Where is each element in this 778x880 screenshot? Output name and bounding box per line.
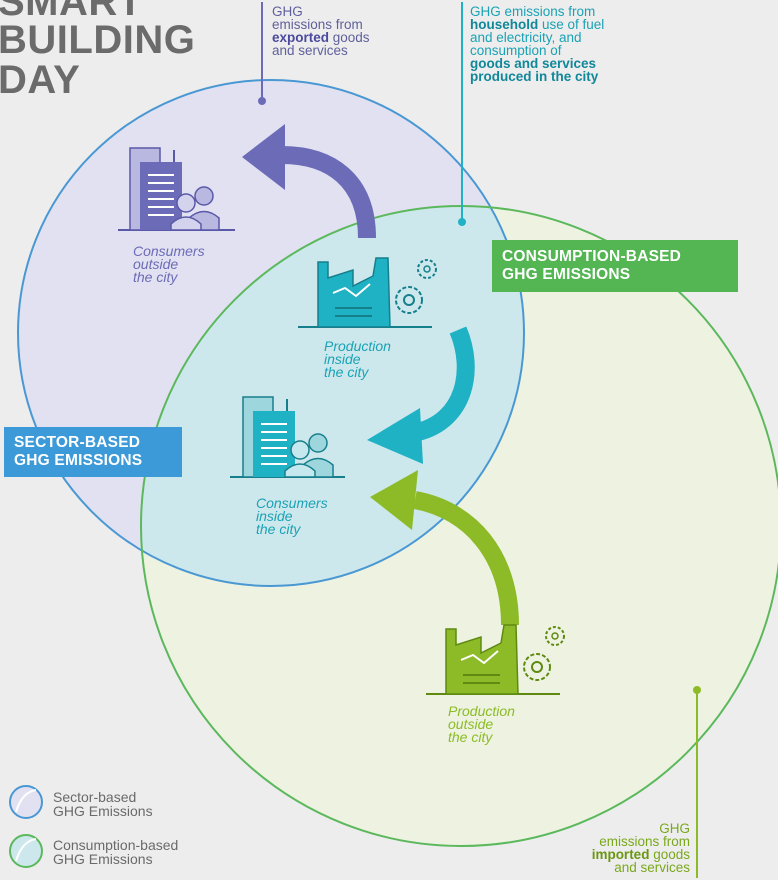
title-line-1: SMART <box>0 0 143 24</box>
label-line: inside <box>256 508 293 524</box>
note-line: GHG emissions from <box>470 4 596 19</box>
note-text: goods <box>329 30 370 45</box>
label-line: the city <box>133 269 178 285</box>
note-bold-text: goods and services <box>470 56 597 71</box>
import-arrow-icon <box>370 470 519 626</box>
title-line-3: DAY <box>0 58 81 102</box>
consumers-outside-label: Consumers outside the city <box>133 243 205 285</box>
label-line: the city <box>256 521 301 537</box>
label-line: inside <box>324 351 361 367</box>
legend-line: GHG Emissions <box>53 851 153 867</box>
note-line: GHG <box>272 4 303 19</box>
consumers-outside-building-icon <box>118 147 235 231</box>
note-line: and services <box>272 43 348 58</box>
legend-sector-label: Sector-based GHG Emissions <box>53 790 153 818</box>
production-outside-label: Production outside the city <box>448 703 515 745</box>
legend-line: Sector-based <box>53 789 137 805</box>
sector-based-badge: SECTOR-BASED GHG EMISSIONS <box>4 427 182 477</box>
note-bold-text: imported <box>591 847 650 862</box>
note-line: and services <box>614 860 690 875</box>
label-line: Consumers <box>256 495 328 511</box>
local-consumption-arrow-icon <box>367 326 475 464</box>
badge-line: GHG EMISSIONS <box>14 452 143 469</box>
label-line: outside <box>448 716 494 732</box>
note-line: exported goods <box>272 30 370 45</box>
note-bold-text: exported <box>272 30 330 45</box>
household-leader-dot <box>458 218 466 226</box>
label-line: Production <box>448 703 515 719</box>
consumption-based-badge: CONSUMPTION-BASED GHG EMISSIONS <box>492 240 738 292</box>
sector-circle-outline <box>17 79 525 587</box>
exported-emissions-note: GHG emissions from exported goods and se… <box>272 4 370 58</box>
note-line: and electricity, and <box>470 30 582 45</box>
note-text: goods <box>649 847 690 862</box>
legend-line: GHG Emissions <box>53 803 153 819</box>
production-inside-factory-icon <box>298 257 437 328</box>
export-arrow-icon <box>242 124 376 239</box>
label-line: the city <box>448 729 493 745</box>
badge-line: GHG EMISSIONS <box>502 266 631 283</box>
legend-consumption-circle-icon <box>9 834 43 868</box>
badge-line: SECTOR-BASED <box>14 434 141 451</box>
note-bold-text: produced in the city <box>470 69 599 84</box>
title-line-2: BUILDING <box>0 18 196 62</box>
label-line: Production <box>324 338 391 354</box>
label-line: the city <box>324 364 369 380</box>
note-line: GHG <box>659 821 690 836</box>
exported-leader-dot <box>258 97 266 105</box>
note-line: emissions from <box>272 17 363 32</box>
imported-leader-dot <box>693 686 701 694</box>
production-inside-label: Production inside the city <box>324 338 391 380</box>
note-line: imported goods <box>591 847 690 862</box>
badge-line: CONSUMPTION-BASED <box>502 248 682 265</box>
legend-line: Consumption-based <box>53 837 179 853</box>
legend-sector-circle-icon <box>9 785 43 819</box>
note-text: use of fuel <box>538 17 605 32</box>
label-line: Consumers <box>133 243 205 259</box>
label-line: outside <box>133 256 179 272</box>
note-line: emissions from <box>599 834 690 849</box>
note-bold-text: household <box>470 17 539 32</box>
note-line: goods and services <box>470 56 604 71</box>
imported-emissions-note: GHG emissions from imported goods and se… <box>591 821 690 875</box>
consumers-inside-label: Consumers inside the city <box>256 495 328 537</box>
production-outside-factory-icon <box>426 624 565 695</box>
note-line: consumption of <box>470 43 562 58</box>
note-line: household use of fuel <box>470 17 605 32</box>
note-line: produced in the city <box>470 69 604 84</box>
household-emissions-note: GHG emissions from household use of fuel… <box>470 4 605 84</box>
consumers-inside-building-icon <box>230 396 345 478</box>
legend-consumption-label: Consumption-based GHG Emissions <box>53 838 178 866</box>
